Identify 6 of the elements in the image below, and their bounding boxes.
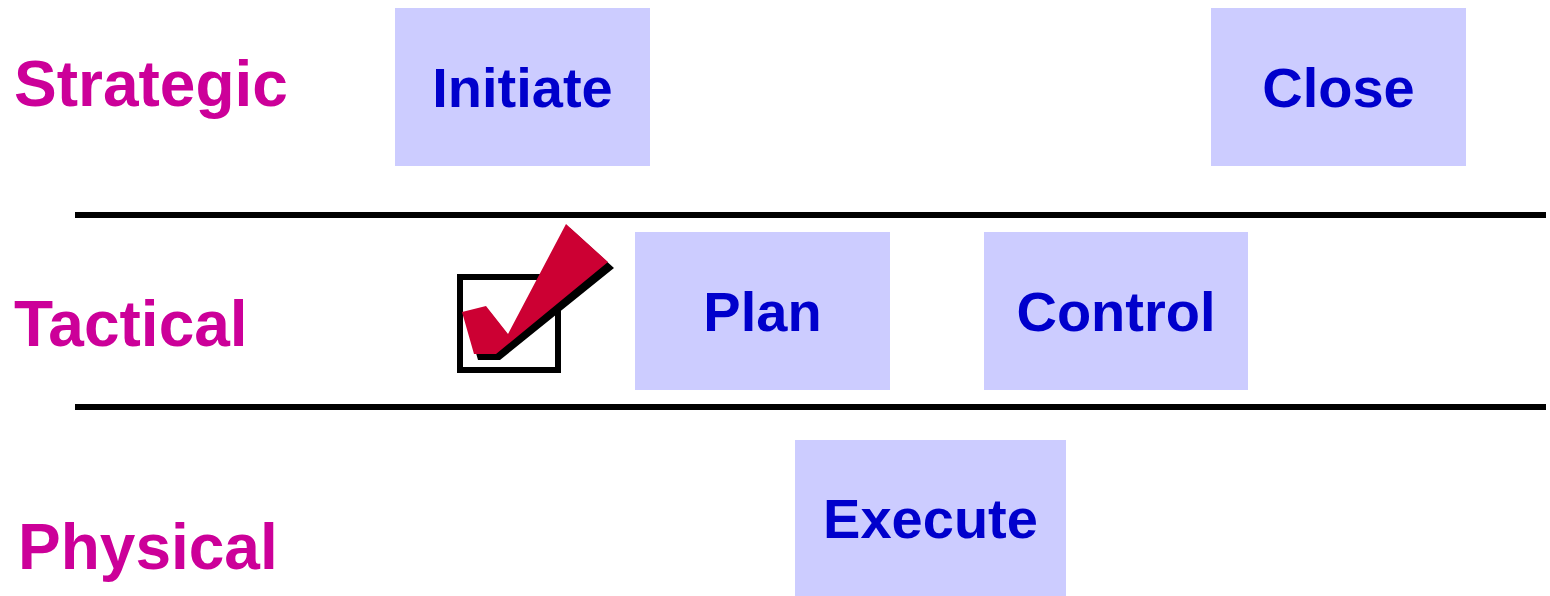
process-box: Initiate [395,8,650,166]
process-box: Close [1211,8,1466,166]
process-box: Execute [795,440,1066,596]
process-box: Control [984,232,1248,390]
process-box: Plan [635,232,890,390]
lane-label: Tactical [14,292,248,356]
